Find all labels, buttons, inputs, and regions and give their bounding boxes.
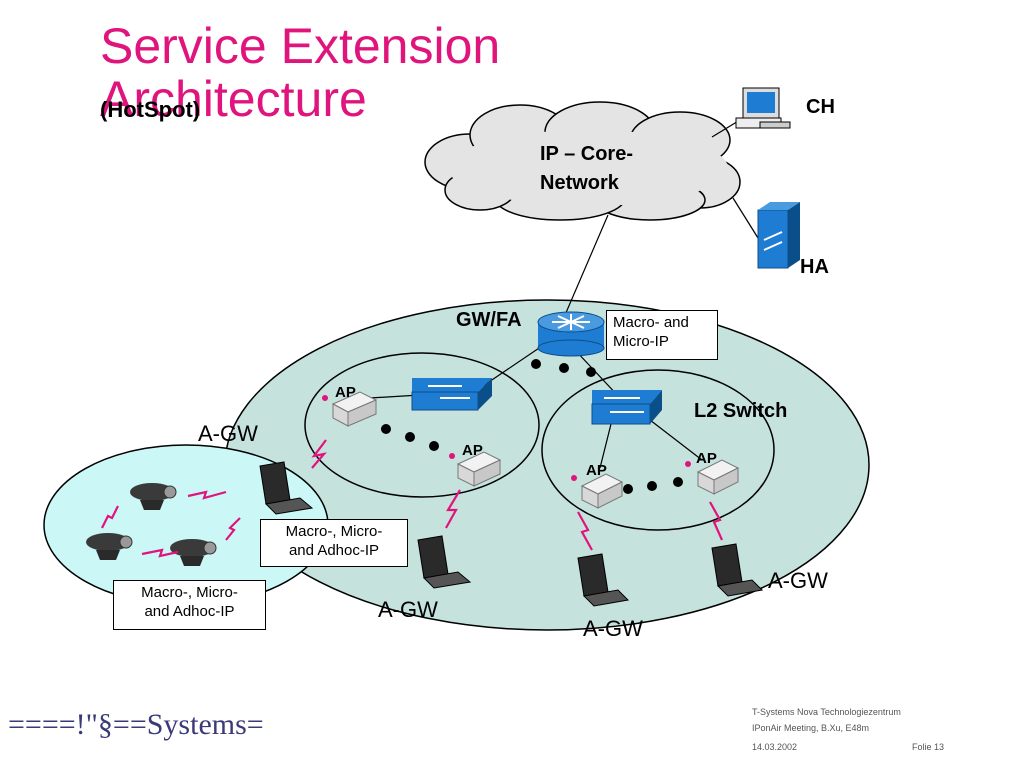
ellipsis-dots xyxy=(381,359,683,494)
access-point-2-icon xyxy=(449,451,502,487)
access-point-3-icon xyxy=(571,473,624,509)
home-agent-server-icon xyxy=(757,202,800,269)
adhoc-device-2-icon xyxy=(86,533,133,560)
ap-label-1: AP xyxy=(335,384,356,401)
footer-folio: Folie 13 xyxy=(912,742,945,752)
adhoc-box-right-line1: Macro-, Micro- xyxy=(285,523,383,540)
access-point-4-icon xyxy=(685,459,740,495)
footer-date: 14.03.2002 xyxy=(752,742,798,752)
agw-label-bottom: A-GW xyxy=(583,616,643,641)
ch-label: CH xyxy=(806,96,835,118)
adhoc-device-1-icon xyxy=(130,483,177,510)
access-point-1-icon xyxy=(322,391,378,427)
footer-meeting: IPonAir Meeting, B.Xu, E48m xyxy=(752,723,870,733)
macro-micro-ip-box: Macro- and Micro-IP xyxy=(606,310,718,360)
adhoc-box-left-line2: and Adhoc-IP xyxy=(144,603,235,620)
ap-label-2: AP xyxy=(462,442,483,459)
laptop-left-domain-icon xyxy=(417,535,472,589)
laptop-bottom-icon xyxy=(577,553,630,607)
adhoc-device-3-icon xyxy=(170,539,217,566)
gateway-router-icon xyxy=(537,311,605,357)
macro-micro-box-line1: Macro- and xyxy=(613,314,689,331)
agw-label-right: A-GW xyxy=(768,568,828,593)
agw-label-bottom-left: A-GW xyxy=(378,597,438,622)
left-subnet-ellipse xyxy=(304,352,540,498)
switch-left-icon xyxy=(411,378,492,411)
cloud-label-line1: IP – Core- xyxy=(540,143,633,165)
wire-cloud-ch xyxy=(711,119,741,138)
slide-title: Service Extension Architecture xyxy=(100,18,501,127)
wireless-links xyxy=(101,439,724,558)
company-logo-text: ====!"§==Systems= xyxy=(8,708,264,741)
adhoc-ip-box-right: Macro-, Micro- and Adhoc-IP xyxy=(260,519,408,567)
correspondent-host-computer-icon xyxy=(735,87,791,129)
laptop-right-icon xyxy=(711,543,764,597)
l2-switch-label: L2 Switch xyxy=(694,400,788,422)
laptop-adhoc-icon xyxy=(259,461,314,515)
adhoc-ip-box-left: Macro-, Micro- and Adhoc-IP xyxy=(113,580,266,630)
wire-switch-right-ap2 xyxy=(649,419,703,461)
slide-subtitle: (HotSpot) xyxy=(100,97,201,122)
ap-label-3: AP xyxy=(586,462,607,479)
ha-label: HA xyxy=(800,256,829,278)
wire-cloud-router xyxy=(561,214,609,323)
ap-label-4: AP xyxy=(696,450,717,467)
cloud-label-line2: Network xyxy=(540,172,619,194)
gwfa-label: GW/FA xyxy=(456,309,522,331)
agw-label-left: A-GW xyxy=(198,421,258,446)
right-subnet-ellipse xyxy=(541,369,775,531)
wire-cloud-ha xyxy=(732,197,759,239)
macro-micro-box-line2: Micro-IP xyxy=(613,333,669,350)
footer-org: T-Systems Nova Technologiezentrum xyxy=(752,707,901,717)
switch-right-icon xyxy=(591,390,662,425)
adhoc-box-right-line2: and Adhoc-IP xyxy=(288,542,380,559)
wire-switch-right-ap1 xyxy=(599,419,613,469)
adhoc-box-left-line1: Macro-, Micro- xyxy=(141,584,238,601)
